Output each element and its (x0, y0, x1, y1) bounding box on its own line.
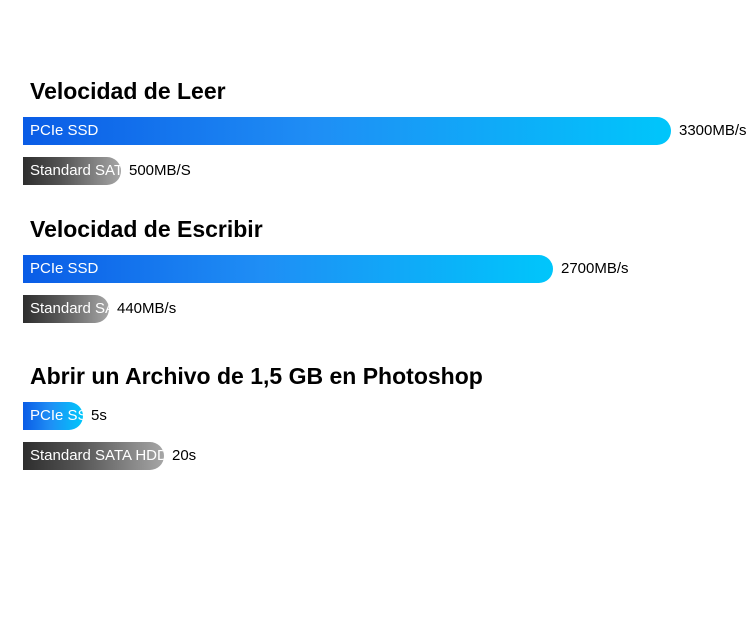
value-label: 500MB/S (129, 162, 191, 179)
bar-standard-sata-hdd: Standard SATA HDD (23, 295, 109, 323)
bar-label: PCIe SSD (30, 122, 99, 139)
value-label: 20s (172, 447, 197, 464)
bar-pcie-ssd: PCIe SSD (23, 117, 671, 145)
bar-pcie-ssd: PCIe SSD (23, 402, 83, 430)
bar-standard-sata-hdd: Standard SATA HDD (23, 157, 121, 185)
value-label: 2700MB/s (561, 260, 629, 277)
bar-label: PCIe SSD (30, 260, 99, 277)
value-label: 440MB/s (117, 300, 177, 317)
bar-label: Standard SATA HDD (30, 300, 109, 317)
chart-title: Abrir un Archivo de 1,5 GB en Photoshop (30, 363, 483, 389)
value-label: 5s (91, 407, 107, 424)
bar-standard-sata-hdd: Standard SATA HDD (23, 442, 164, 470)
value-label: 3300MB/s (679, 122, 747, 139)
bar-label: Standard SATA HDD (30, 162, 121, 179)
chart-title: Velocidad de Escribir (30, 216, 263, 242)
bar-label: Standard SATA HDD (30, 447, 164, 464)
bar-label: PCIe SSD (30, 407, 83, 424)
chart-title: Velocidad de Leer (30, 78, 226, 104)
bar-pcie-ssd: PCIe SSD (23, 255, 553, 283)
